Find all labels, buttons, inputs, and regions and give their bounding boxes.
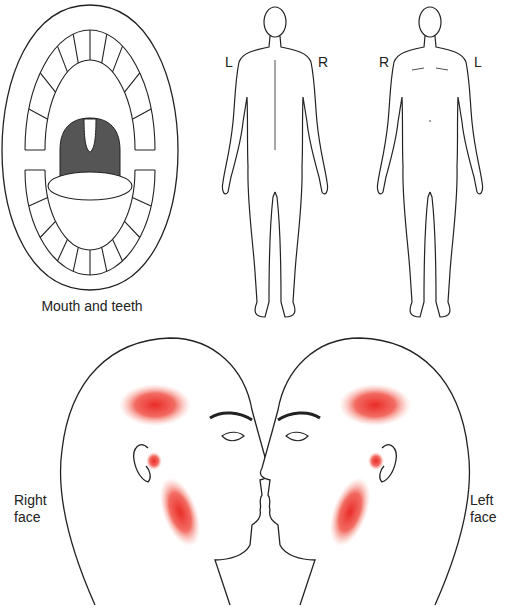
view-label: Left face xyxy=(470,492,514,526)
side-marker: R xyxy=(317,54,329,71)
side-marker: L xyxy=(472,54,484,71)
side-marker: L xyxy=(223,54,235,71)
view-label: Right face xyxy=(14,492,60,526)
caption-label: Mouth and teeth xyxy=(22,298,162,315)
side-marker: R xyxy=(378,54,390,71)
